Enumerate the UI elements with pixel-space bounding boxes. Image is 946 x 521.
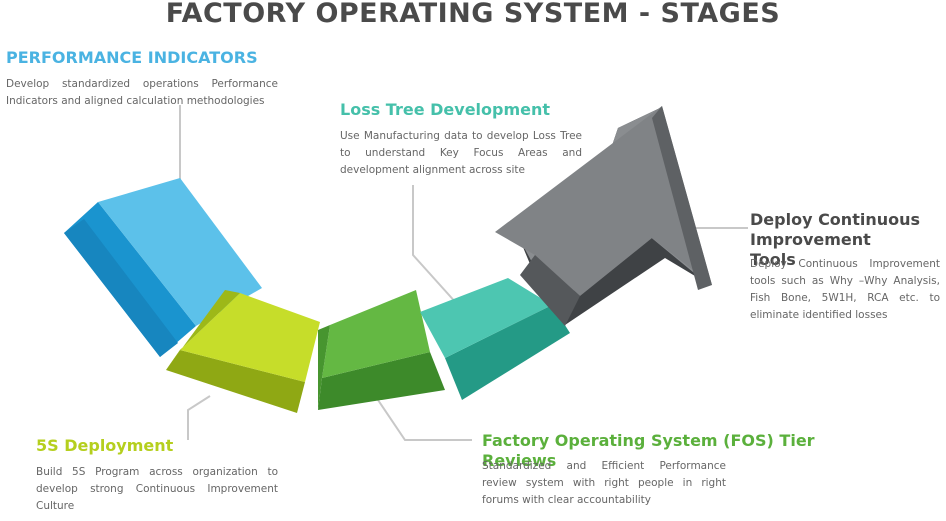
segment-loss-tree: [420, 278, 570, 400]
segment-fos: [318, 290, 445, 410]
loss-tree-description: Use Manufacturing data to develop Loss T…: [340, 130, 582, 176]
segment-5s: [166, 290, 320, 413]
deployment-5s-description: Build 5S Program across organization to …: [36, 466, 278, 512]
loss-tree-title: Loss Tree Development: [340, 100, 551, 119]
deployment-5s-title: 5S Deployment: [36, 436, 174, 455]
segment-continuous-arrow: [495, 106, 712, 326]
performance-description: Develop standardized operations Performa…: [6, 78, 278, 107]
continuous-description: Deploy Continuous Improvement tools such…: [750, 258, 940, 321]
fos-title: Factory Operating System (FOS) Tier Revi…: [482, 431, 815, 470]
fos-description: Standardized and Efficient Performance r…: [482, 460, 726, 506]
page-title: FACTORY OPERATING SYSTEM - STAGES: [165, 0, 781, 29]
segment-performance: [64, 178, 262, 357]
connector-line-5s: [187, 395, 211, 440]
connector-line-loss-tree: [412, 185, 459, 306]
performance-title: PERFORMANCE INDICATORS: [6, 48, 258, 67]
connector-line-fos: [377, 399, 472, 441]
continuous-title: Deploy Continuous Improvement Tools: [750, 210, 921, 269]
